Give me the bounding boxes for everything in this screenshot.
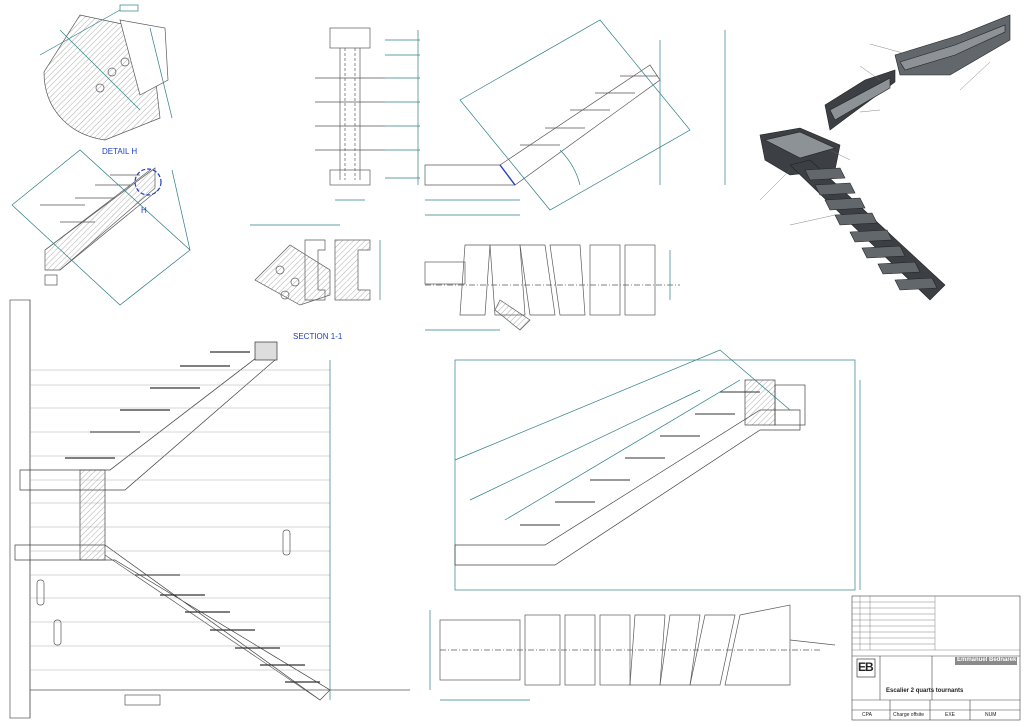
footer-cell-2: Charge offsite — [893, 712, 925, 718]
title-block — [851, 595, 1021, 721]
isometric-3d-view — [759, 14, 1011, 301]
company-name: Emmanuel Bednarek — [957, 657, 1017, 663]
section-detail — [250, 224, 381, 306]
section-label: SECTION 1-1 — [293, 332, 343, 341]
iso-leader-lines — [759, 43, 991, 226]
project-title: Escalier 2 quarts tournants — [886, 688, 964, 694]
section-1-1 — [9, 299, 410, 719]
elevation-bottom — [454, 349, 861, 591]
detail-marker-label: H — [141, 206, 147, 215]
footer-cell-4: NUM — [985, 712, 997, 718]
plan-view-treads — [424, 244, 680, 331]
front-view-stringer — [315, 27, 420, 201]
plan-view-bottom — [429, 604, 836, 701]
logo-text: EB — [858, 660, 874, 674]
elevation-top — [424, 19, 726, 216]
detail-h-label: DETAIL H — [102, 147, 137, 156]
footer-cell-1: CPA — [862, 712, 872, 718]
detail-h-drawing — [11, 149, 191, 306]
top-left-detail — [39, 4, 173, 141]
footer-cell-3: EXE — [945, 712, 956, 718]
